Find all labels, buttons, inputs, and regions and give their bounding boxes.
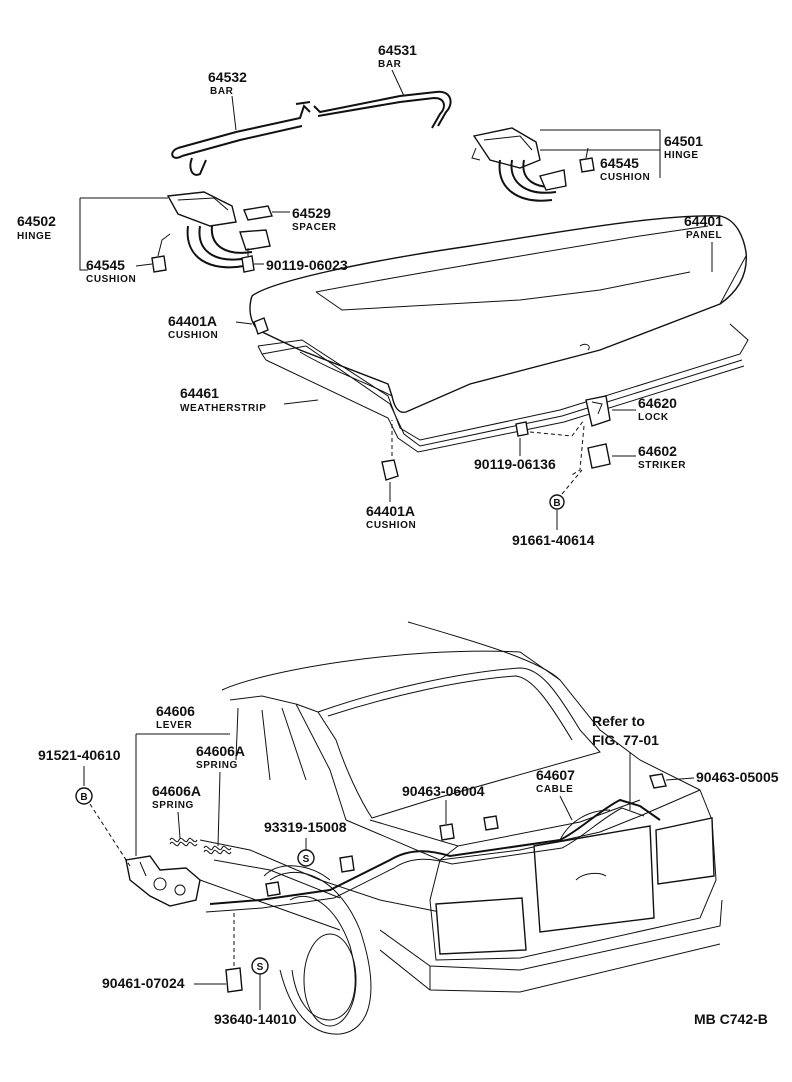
label-64620-name: LOCK	[638, 412, 669, 423]
label-64607-name: CABLE	[536, 784, 573, 795]
label-64401A-bottom-name: CUSHION	[366, 520, 416, 531]
label-64606-number: 64606	[156, 703, 195, 719]
label-64529-name: SPACER	[292, 222, 337, 233]
svg-text:S: S	[303, 854, 310, 865]
label-64545-left-number: 64545	[86, 257, 125, 273]
bolt-91661-40614: B	[549, 469, 583, 510]
label-64401A-bottom-number: 64401A	[366, 503, 415, 519]
label-64545-right-name: CUSHION	[600, 172, 650, 183]
screw-93640-14010: S	[251, 957, 269, 975]
lock-64620	[585, 395, 611, 427]
label-64401A-top-name: CUSHION	[168, 330, 218, 341]
label-90119-06136: 90119-06136	[474, 456, 556, 472]
label-64620-number: 64620	[638, 395, 677, 411]
label-64532-name: BAR	[210, 86, 234, 97]
clip-90461-07024	[225, 912, 243, 993]
label-64545-left-name: CUSHION	[86, 274, 136, 285]
spring-64606A-b	[169, 837, 198, 847]
label-64532-number: 64532	[208, 69, 247, 85]
trunk-lid-panel-64401	[249, 215, 747, 413]
label-90461-07024: 90461-07024	[102, 975, 185, 991]
label-64531-number: 64531	[378, 42, 417, 58]
cable-64607	[205, 798, 661, 913]
label-91661-40614: 91661-40614	[512, 532, 595, 548]
cushion-64401A-bottom	[381, 420, 399, 481]
reference-line-2: FIG. 77-01	[592, 732, 659, 748]
hinge-64502	[166, 191, 271, 269]
label-64501-number: 64501	[664, 133, 703, 149]
bolt-90119-06023	[241, 248, 255, 273]
svg-text:B: B	[80, 792, 87, 803]
label-90119-06023: 90119-06023	[266, 257, 348, 273]
cushion-64545-left	[151, 233, 171, 273]
bolt-91521-40610: B	[75, 787, 131, 867]
label-64461-name: WEATHERSTRIP	[180, 403, 266, 414]
label-64545-right-number: 64545	[600, 155, 639, 171]
label-64606A-b-name: SPRING	[152, 800, 194, 811]
label-64602-name: STRIKER	[638, 460, 686, 471]
label-64501-name: HINGE	[664, 150, 699, 161]
label-64401-number: 64401	[684, 213, 723, 229]
label-64606A-a-name: SPRING	[196, 760, 238, 771]
label-91521-40610: 91521-40610	[38, 747, 121, 763]
label-64602-number: 64602	[638, 443, 677, 459]
lever-64606	[125, 855, 201, 907]
label-64531-name: BAR	[378, 59, 402, 70]
torsion-bar-64532	[171, 104, 311, 176]
label-64401-name: PANEL	[686, 230, 722, 241]
svg-text:B: B	[553, 498, 560, 509]
spacer-64529	[243, 205, 273, 221]
label-64606-name: LEVER	[156, 720, 193, 731]
reference-line-1: Refer to	[592, 713, 645, 729]
cushion-64545-right	[579, 147, 595, 173]
label-64461-number: 64461	[180, 385, 219, 401]
clip-90463-05005	[649, 773, 667, 789]
label-90463-05005: 90463-05005	[696, 769, 779, 785]
label-64502-name: HINGE	[17, 231, 52, 242]
label-90463-06004: 90463-06004	[402, 783, 485, 799]
label-64529-number: 64529	[292, 205, 331, 221]
car-rear-view	[199, 621, 723, 1035]
cushion-64401A-top	[253, 317, 269, 335]
label-93319-15008: 93319-15008	[264, 819, 347, 835]
label-64607-number: 64607	[536, 767, 575, 783]
diagram-code: MB C742-B	[694, 1011, 768, 1027]
spring-64606A-a	[203, 845, 232, 855]
bolt-90119-06136	[515, 419, 585, 437]
torsion-bar-64531	[295, 90, 452, 129]
label-64401A-top-number: 64401A	[168, 313, 217, 329]
label-93640-14010: 93640-14010	[214, 1011, 297, 1027]
striker-64602	[569, 425, 611, 477]
svg-text:S: S	[257, 962, 264, 973]
screw-93319-15008: S	[297, 849, 315, 867]
clip-90463-06004	[265, 815, 499, 897]
label-64606A-b-number: 64606A	[152, 783, 201, 799]
label-64502-number: 64502	[17, 213, 56, 229]
label-64606A-a-number: 64606A	[196, 743, 245, 759]
hinge-64501	[471, 127, 567, 202]
